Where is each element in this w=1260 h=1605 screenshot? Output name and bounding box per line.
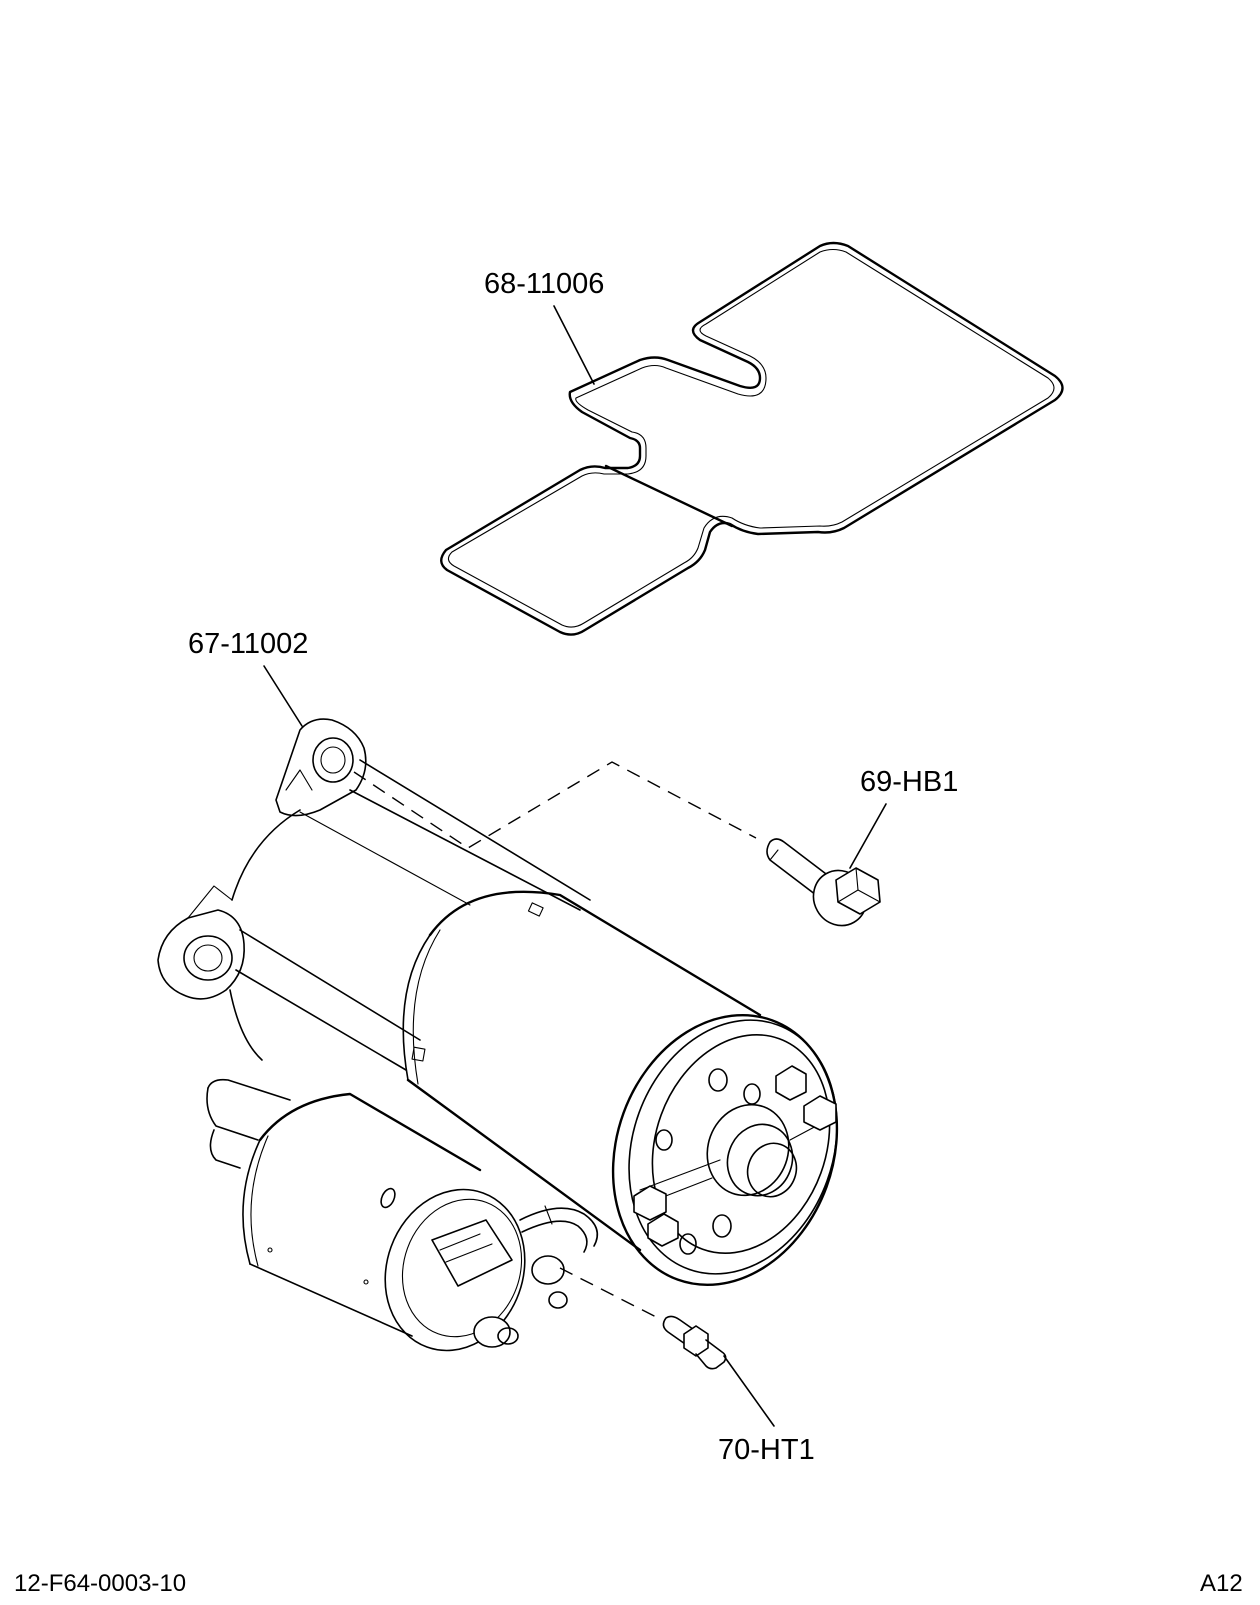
leader-70	[723, 1355, 775, 1427]
starter-motor	[157, 718, 839, 1352]
leader-67	[263, 665, 303, 727]
callout-68-11006: 68-11006	[484, 268, 605, 300]
page-reference: A12	[1200, 1570, 1243, 1597]
leader-68	[553, 305, 595, 385]
drawing-id: 12-F64-0003-10	[14, 1570, 187, 1597]
callout-69-hb1: 69-HB1	[860, 766, 959, 798]
callout-70-ht1: 70-HT1	[718, 1434, 815, 1466]
flange-bolt-hb1	[766, 838, 881, 927]
leader-69	[849, 803, 887, 869]
callout-67-11002: 67-11002	[188, 628, 309, 660]
stud-ht1	[662, 1315, 727, 1370]
heat-shield-pad	[440, 241, 1064, 636]
